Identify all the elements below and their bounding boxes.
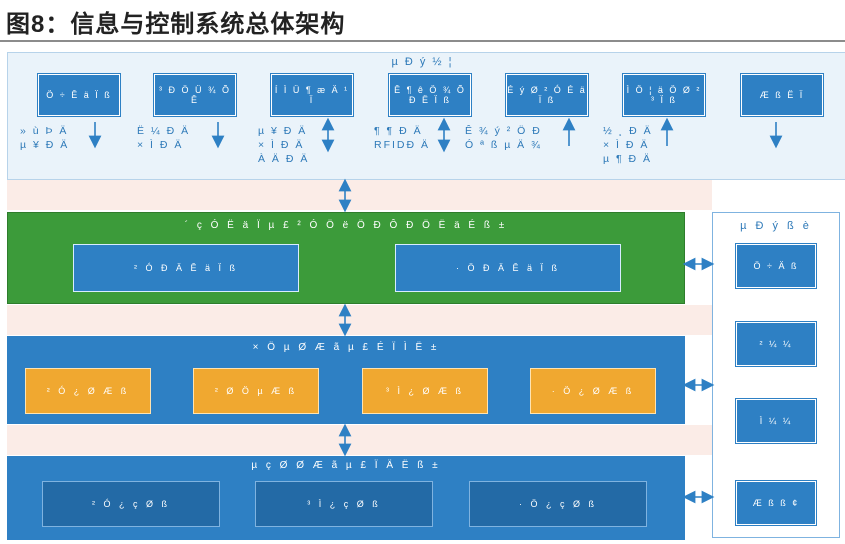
top-section-title: µ Ð ý ½ ¦ bbox=[391, 56, 454, 68]
side-panel-box: Ì ¼ ¼ bbox=[736, 399, 816, 443]
page-title: 图8：信息与控制系统总体架构 bbox=[6, 11, 346, 38]
control-layer-label: × Ö µ Ø Æ ã µ £ É Ï Ì Ë ± bbox=[252, 342, 440, 353]
top-box: Ö ÷ Ê ä Ï ß bbox=[38, 74, 120, 116]
device-layer-label: µ ç Ø Ø Æ ã µ £ Ï Ä Ë ß ± bbox=[251, 460, 441, 471]
side-panel-box: Æ ß ß ¢ bbox=[736, 481, 816, 525]
side-panel-title: µ Ð ý ß è bbox=[740, 220, 812, 232]
top-note: µ ¥ Ð Ä × Ì Ð Ä À Ä Ð Ä bbox=[258, 125, 310, 165]
top-box: ³ Ð Ö Ü ¾ Õ Ê bbox=[154, 74, 236, 116]
side-panel-box: ² ¼ ¼ bbox=[736, 322, 816, 366]
top-note: ¶ ¶ Ð Ä RFIDÐ Ä bbox=[374, 125, 430, 151]
top-box: Æ ß Ë Ï bbox=[741, 74, 823, 116]
separator-band bbox=[7, 425, 712, 455]
top-note: ½ ¸ Ð Ä × Ì Ð Ä µ ¶ Ð Ä bbox=[603, 125, 653, 165]
top-note: Ê ¾ ý ² Ö Ð Ó ª ß µ Ä ¾ bbox=[465, 125, 542, 151]
top-box: Ì Ö ¦ ä Ö Ø ² ³ Ï ß bbox=[623, 74, 705, 116]
side-panel-box: Ö ÷ Ä ß bbox=[736, 244, 816, 288]
control-layer-box: ² Ø Ö µ Æ ß bbox=[193, 368, 319, 414]
top-note: Ë ¼ Ð Ä × Ì Ð Ä bbox=[137, 125, 191, 151]
top-box: Ê ¶ ê Ö ¾ Õ Ð Ë Ï ß bbox=[389, 74, 471, 116]
top-note: » ù Þ Ä µ ¥ Ð Ä bbox=[20, 125, 70, 151]
device-layer-box: ² Ó ¿ ç Ø ß bbox=[42, 481, 220, 527]
green-layer-label: ´ ç Ó Ë ä Ï µ £ ² Ó Ö ë Ö Ð Ô Ð Ö Ë ä É … bbox=[184, 220, 508, 231]
top-box: É ý Ø ² Ó É ä Ï ß bbox=[506, 74, 588, 116]
control-layer-box: ² Ó ¿ Ø Æ ß bbox=[25, 368, 151, 414]
green-layer-box: · Ö Ð Ä Ê ä Ï ß bbox=[395, 244, 621, 292]
separator-band bbox=[7, 180, 712, 210]
separator-band bbox=[7, 305, 712, 335]
top-box: Í Ì Ü ¶ æ Ä ¹ Ï bbox=[271, 74, 353, 116]
green-layer-box: ² Ó Ð Ä Ê ä Ï ß bbox=[73, 244, 299, 292]
control-layer-box: · Ö ¿ Ø Æ ß bbox=[530, 368, 656, 414]
control-layer-box: ³ Ì ¿ Ø Æ ß bbox=[362, 368, 488, 414]
title-divider bbox=[0, 40, 845, 42]
top-section bbox=[7, 52, 845, 180]
device-layer-box: ³ Ì ¿ ç Ø ß bbox=[255, 481, 433, 527]
device-layer-box: · Ö ¿ ç Ø ß bbox=[469, 481, 647, 527]
